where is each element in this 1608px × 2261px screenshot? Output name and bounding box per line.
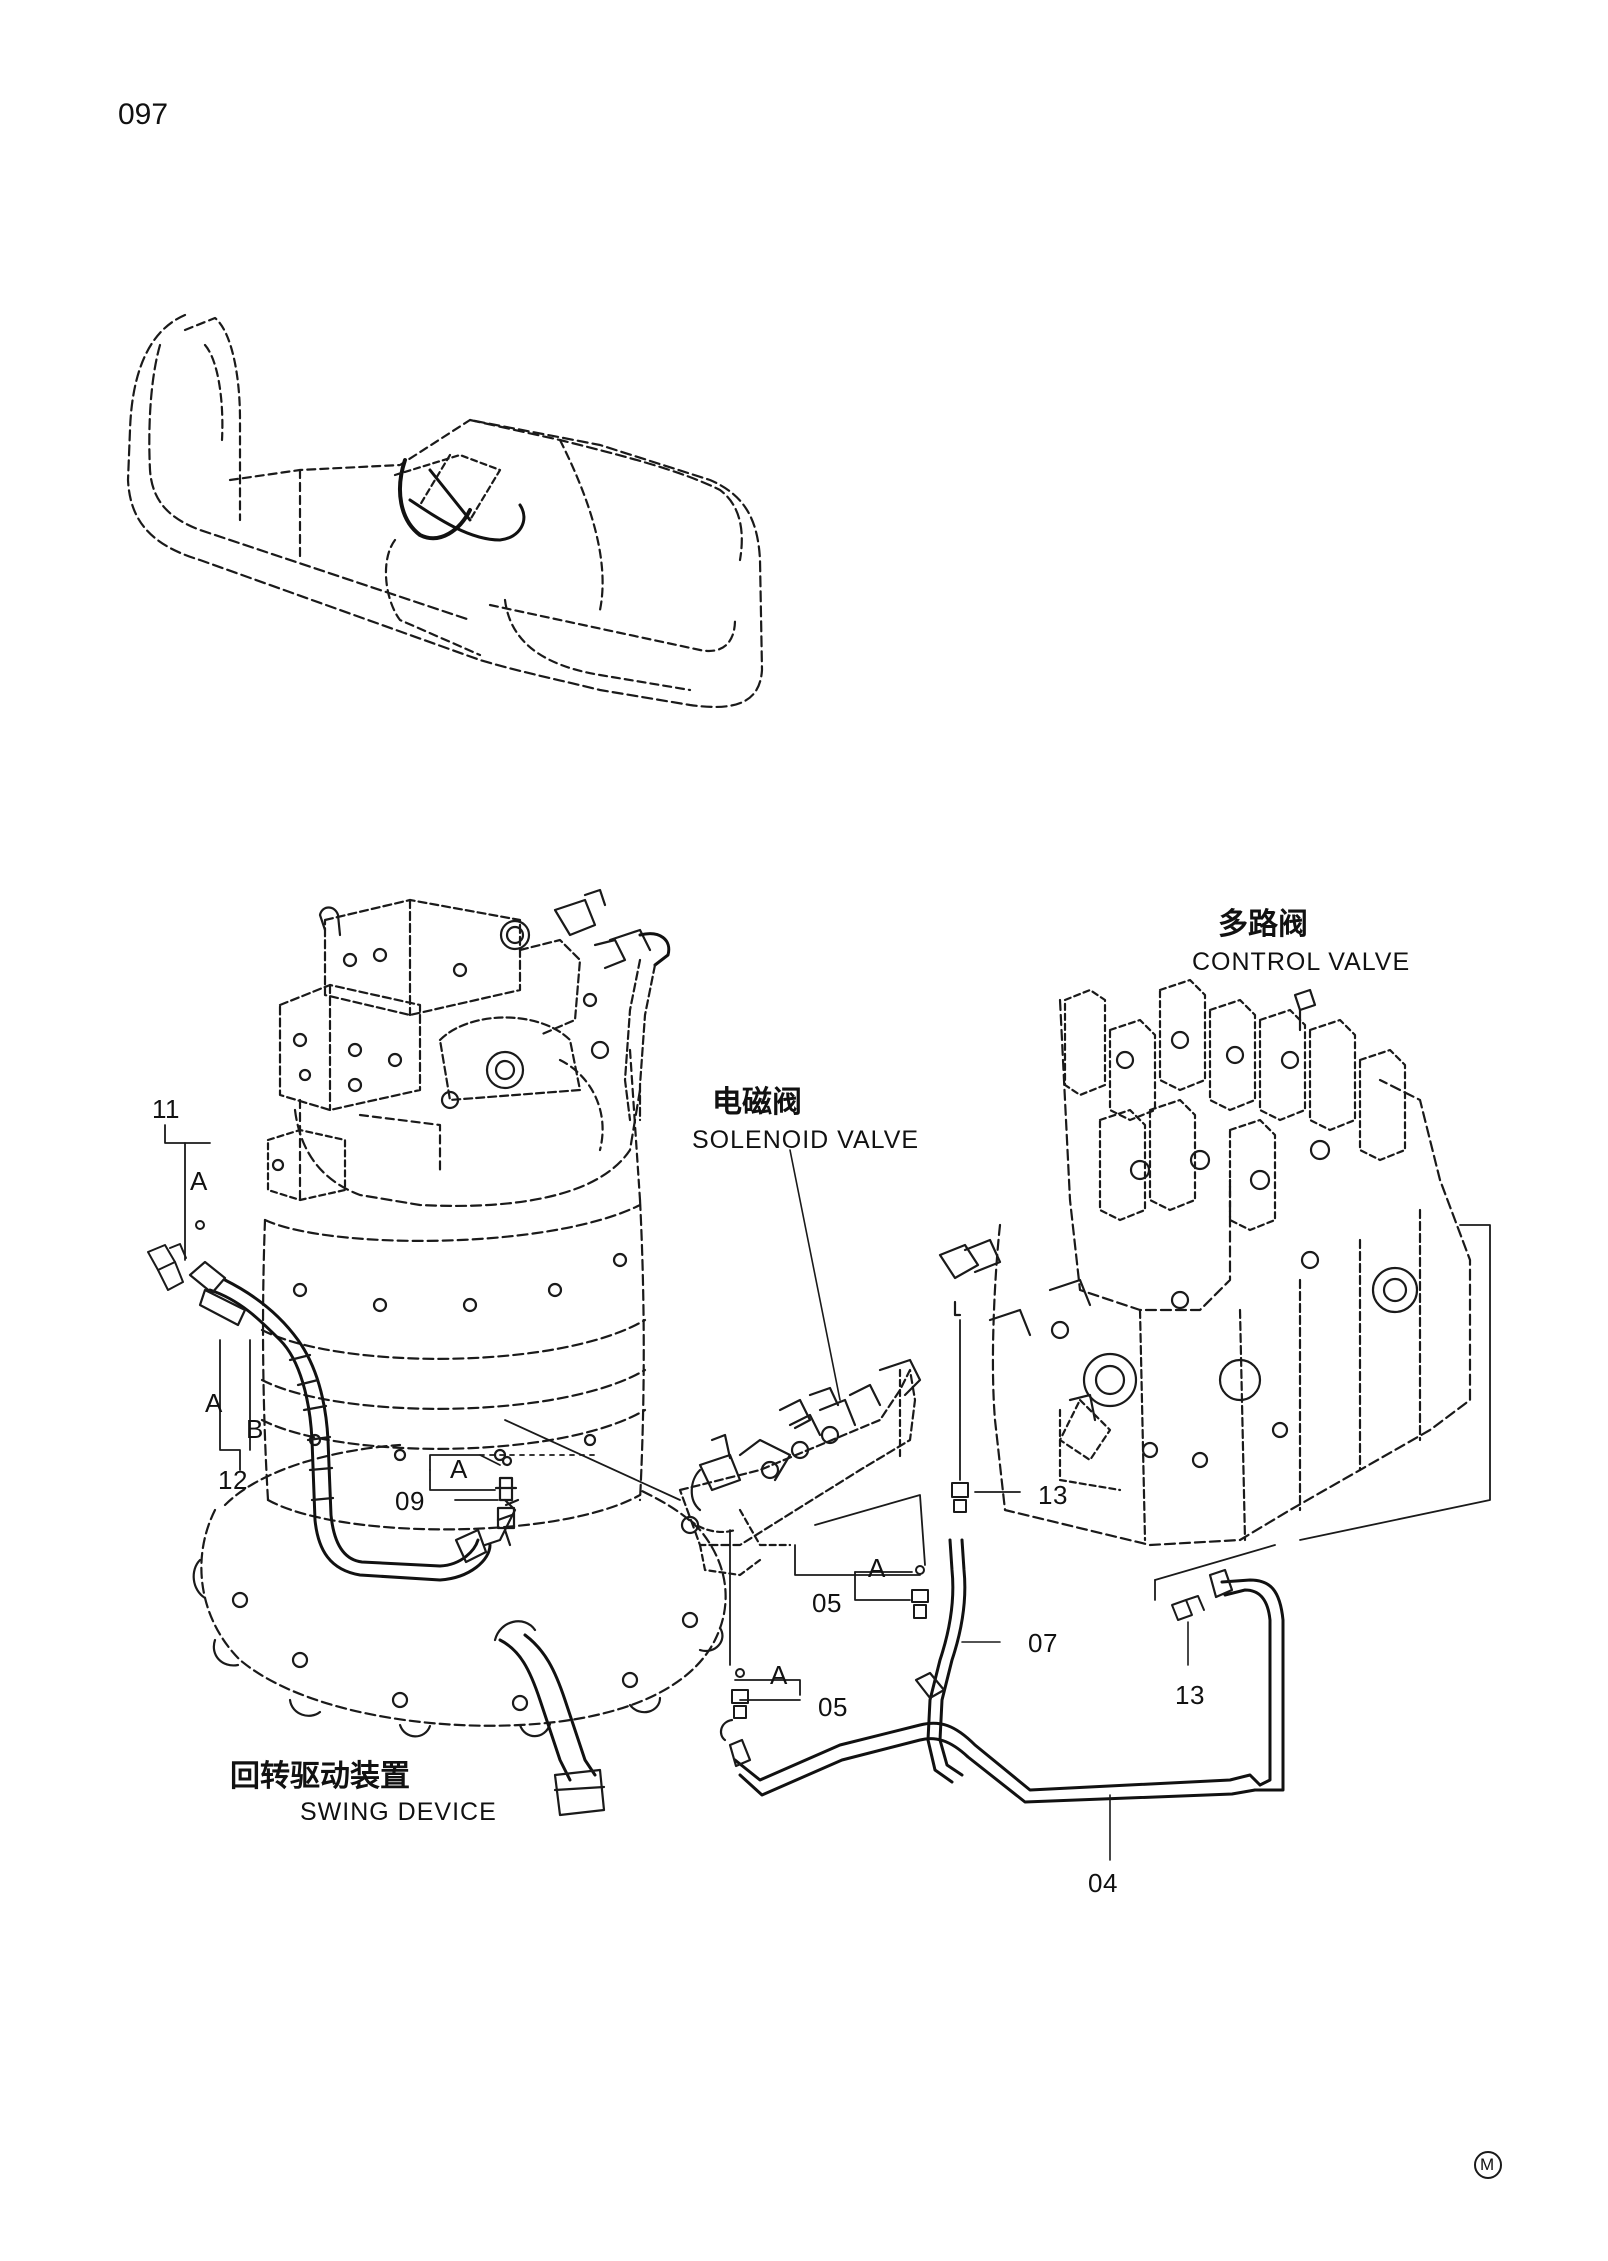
- solenoid-valve-illustration: [678, 1149, 922, 1577]
- machine-overview-illustration: [126, 313, 764, 709]
- view-marker-b-12: B: [246, 1414, 264, 1444]
- callout-11: 11: [152, 1094, 180, 1124]
- swing-device-label-cn: 回转驱动装置: [230, 1759, 410, 1794]
- view-marker-a-05-lower: A: [770, 1660, 788, 1690]
- swing-device-illustration: [188, 888, 727, 1817]
- pipe-lines-illustration: [719, 1538, 1285, 1861]
- view-marker-a-11: A: [190, 1166, 208, 1196]
- callout-04: 04: [1088, 1868, 1118, 1898]
- callout-13-upper: 13: [1038, 1480, 1068, 1510]
- solenoid-valve-label-cn: 电磁阀: [712, 1085, 802, 1120]
- view-marker-a-05-upper: A: [868, 1553, 886, 1583]
- swing-device-label-en: SWING DEVICE: [300, 1798, 497, 1826]
- callout-12: 12: [218, 1465, 248, 1495]
- callout-13-lower: 13: [1175, 1680, 1205, 1710]
- view-marker-a-09: A: [450, 1454, 468, 1484]
- circle-mark-icon: [1474, 2151, 1502, 2179]
- fittings: [147, 1220, 1205, 1719]
- control-valve-illustration: [938, 978, 1472, 1547]
- view-marker-a-12: A: [205, 1388, 223, 1418]
- callout-brackets: [164, 1124, 1491, 1701]
- corner-mark-letter: M: [1480, 2155, 1495, 2174]
- control-valve-label-en: CONTROL VALVE: [1192, 948, 1411, 976]
- callout-07: 07: [1028, 1628, 1058, 1658]
- solenoid-valve-label-en: SOLENOID VALVE: [692, 1126, 920, 1154]
- callout-05-upper: 05: [812, 1588, 842, 1618]
- control-valve-label-cn: 多路阀: [1218, 907, 1308, 942]
- callout-05-lower: 05: [818, 1692, 848, 1722]
- callout-09: 09: [395, 1486, 425, 1516]
- page-number: 097: [118, 98, 169, 131]
